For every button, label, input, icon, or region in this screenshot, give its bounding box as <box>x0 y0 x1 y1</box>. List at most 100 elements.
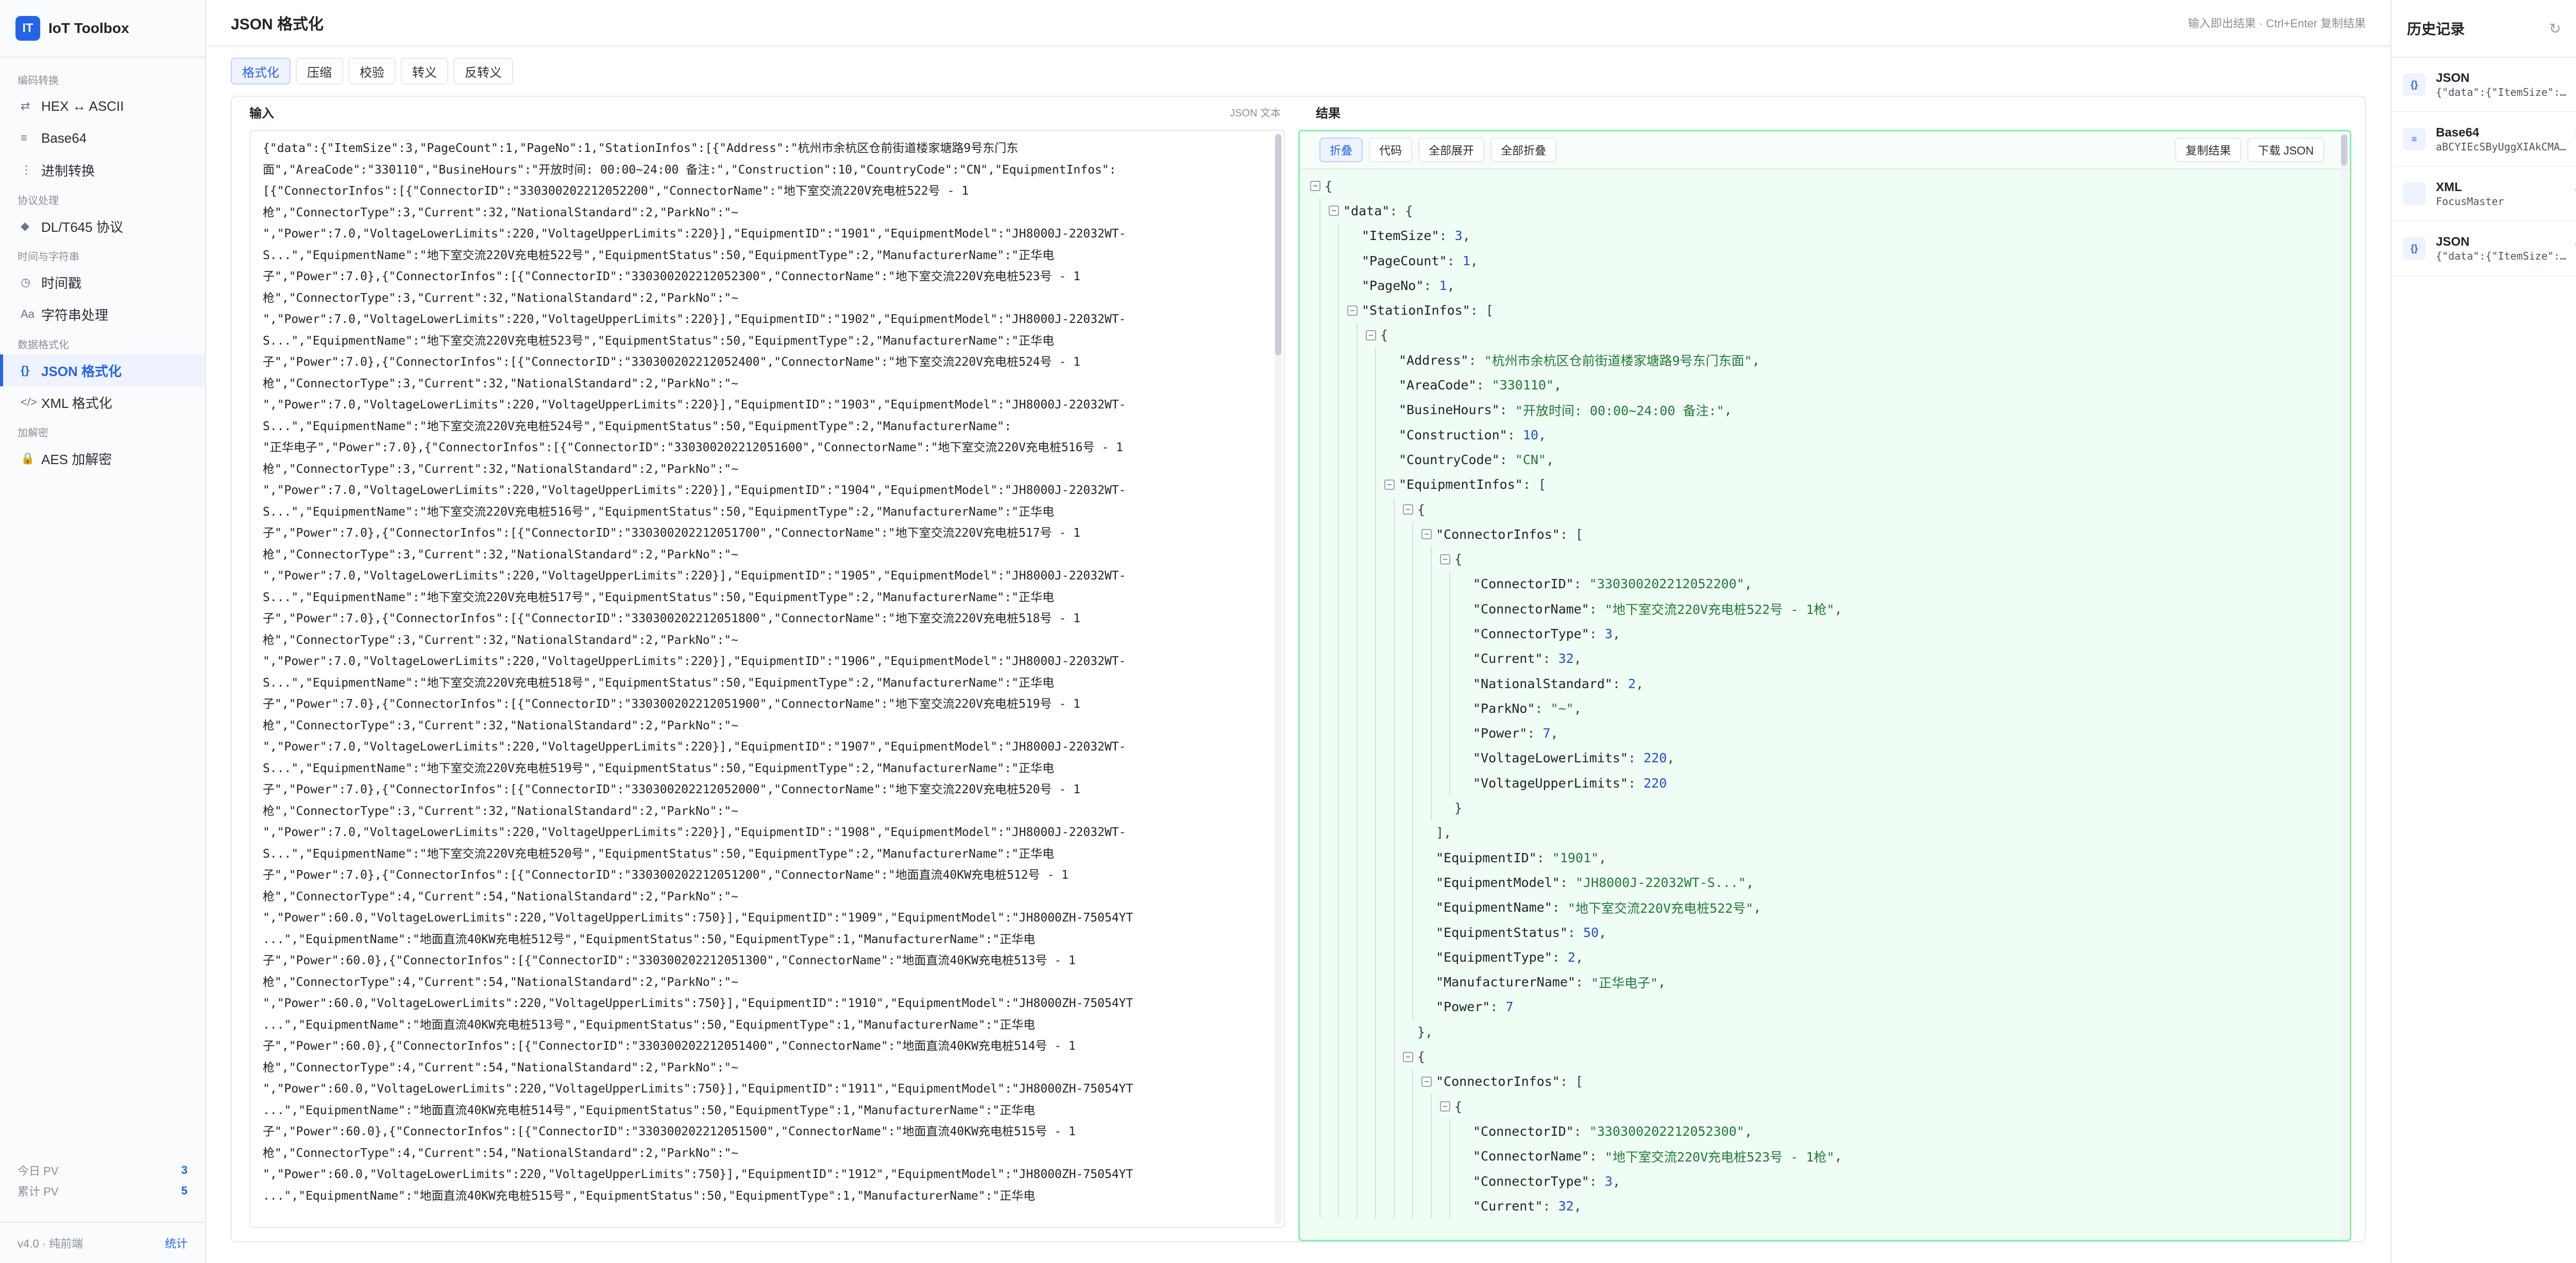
indent-guide <box>1375 745 1376 771</box>
indent-guide <box>1394 771 1395 796</box>
indent-guide <box>1449 721 1450 746</box>
indent-guide <box>1338 547 1339 572</box>
indent-guide <box>1394 795 1395 821</box>
sidebar-item[interactable]: {}JSON 格式化 <box>0 354 205 386</box>
indent-guide <box>1375 994 1376 1020</box>
indent-guide <box>1375 447 1376 472</box>
sidebar-item[interactable]: ◷时间戳 <box>0 266 205 298</box>
collapse-toggle-icon[interactable]: − <box>1403 504 1413 515</box>
collapse-toggle-icon[interactable]: − <box>1440 554 1450 565</box>
indent-guide <box>1357 522 1358 547</box>
indent-guide <box>1412 795 1413 821</box>
json-line: "CountryCode": "CN", <box>1310 447 2319 472</box>
indent-guide <box>1319 273 1320 298</box>
copy-result-button[interactable]: 复制结果 <box>2175 138 2242 162</box>
json-punct: : <box>1527 726 1543 741</box>
indent-guide <box>1319 571 1320 597</box>
json-number: 7 <box>1505 999 1514 1015</box>
sidebar-item[interactable]: 🔒AES 加解密 <box>0 442 205 474</box>
mode-button[interactable]: 反转义 <box>453 58 513 84</box>
sidebar-item[interactable]: ⇄HEX ↔ ASCII <box>0 90 205 122</box>
mode-button[interactable]: 转义 <box>401 58 448 84</box>
sidebar-item[interactable]: ≡Base64 <box>0 122 205 154</box>
indent-guide <box>1338 870 1339 895</box>
history-item[interactable]: XML40 分钟前FocusMaster2.3 KB <box>2392 167 2576 221</box>
history-item[interactable]: {}JSON刚刚{"data":{"ItemSize":3,"PageCount… <box>2392 58 2576 112</box>
indent-guide <box>1375 1193 1376 1219</box>
indent-guide <box>1412 646 1413 671</box>
input-scrollbar-thumb[interactable] <box>1275 134 1281 355</box>
sidebar-item[interactable]: ⋮进制转换 <box>0 154 205 186</box>
indent-guide <box>1338 1193 1339 1219</box>
brand-name: IoT Toolbox <box>48 20 129 36</box>
collapse-toggle-icon[interactable]: − <box>1421 529 1432 540</box>
json-line: "EquipmentName": "地下室交流220V充电桩522号", <box>1310 895 2319 920</box>
indent-guide <box>1338 298 1339 323</box>
collapse-toggle-icon[interactable]: − <box>1366 330 1376 340</box>
view-mode-button[interactable]: 折叠 <box>1319 138 1363 162</box>
collapse-toggle-icon[interactable]: − <box>1384 479 1395 490</box>
indent-guide <box>1449 1143 1450 1169</box>
result-scrollbar-thumb[interactable] <box>2341 134 2347 165</box>
indent-guide <box>1375 422 1376 448</box>
json-line: "Address": "杭州市余杭区仓前街道楼家塘路9号东门东面", <box>1310 348 2319 373</box>
json-punct: : <box>1499 402 1515 418</box>
json-key: "NationalStandard" <box>1473 676 1613 691</box>
mode-button[interactable]: 压缩 <box>296 58 343 84</box>
sidebar-item-label: XML 格式化 <box>41 395 112 411</box>
json-key: "VoltageUpperLimits" <box>1473 775 1629 791</box>
collapse-toggle-icon[interactable]: − <box>1440 1101 1450 1112</box>
input-scrollbar[interactable] <box>1275 134 1282 1224</box>
indent-guide <box>1375 820 1376 846</box>
download-json-button[interactable]: 下载 JSON <box>2247 138 2324 162</box>
json-punct: , <box>1599 925 1607 940</box>
json-punct: { <box>1380 328 1388 343</box>
sidebar-footer: v4.0 · 纯前端 统计 <box>0 1222 205 1263</box>
sidebar-item[interactable]: ◆DL/T645 协议 <box>0 210 205 242</box>
indent-guide <box>1319 845 1320 871</box>
expand-all-button[interactable]: 全部展开 <box>1418 138 1485 162</box>
sidebar-item-label: 进制转换 <box>41 163 95 179</box>
mode-button[interactable]: 校验 <box>348 58 396 84</box>
result-scrollbar[interactable] <box>2341 134 2348 1237</box>
collapse-toggle-icon[interactable]: − <box>1403 1051 1413 1062</box>
indent-guide <box>1375 919 1376 945</box>
indent-guide <box>1431 646 1432 671</box>
json-punct: }, <box>1417 1024 1433 1039</box>
indent-guide <box>1338 646 1339 671</box>
mode-button[interactable]: 格式化 <box>231 58 291 84</box>
indent-guide <box>1319 547 1320 572</box>
json-line: "VoltageUpperLimits": 220 <box>1310 771 2319 796</box>
json-line: "ConnectorID": "330300202212052200", <box>1310 571 2319 597</box>
collapse-toggle-icon[interactable]: − <box>1310 181 1320 192</box>
sidebar-item[interactable]: </>XML 格式化 <box>0 386 205 418</box>
json-input-textarea[interactable]: {"data":{"ItemSize":3,"PageCount":1,"Pag… <box>249 130 1285 1228</box>
history-item[interactable]: ≡Base6438 分钟前aBCYIEcSByUggXIAkCMABsY172 … <box>2392 112 2576 167</box>
collapse-toggle-icon[interactable]: − <box>1421 1076 1432 1087</box>
collapse-toggle-icon[interactable]: − <box>1329 206 1339 216</box>
stats-link[interactable]: 统计 <box>164 1237 188 1250</box>
indent-guide <box>1338 223 1339 248</box>
json-punct: , <box>1834 601 1842 617</box>
indent-guide <box>1338 422 1339 448</box>
collapse-all-button[interactable]: 全部折叠 <box>1490 138 1557 162</box>
indent-guide <box>1394 721 1395 746</box>
json-key: "EquipmentName" <box>1436 900 1552 915</box>
indent-guide <box>1412 696 1413 721</box>
indent-guide <box>1375 646 1376 671</box>
history-time: 40 分钟前 <box>2575 180 2576 195</box>
json-punct: { <box>1454 552 1463 567</box>
history-item[interactable]: {}JSON42 分钟前{"data":{"ItemSize":3,"PageC… <box>2392 221 2576 276</box>
sidebar-nav: 编码转换⇄HEX ↔ ASCII≡Base64⋮进制转换协议处理◆DL/T645… <box>0 58 205 474</box>
sidebar: IT IoT Toolbox 编码转换⇄HEX ↔ ASCII≡Base64⋮进… <box>0 0 206 1263</box>
refresh-icon[interactable]: ↻ <box>2549 20 2562 37</box>
indent-guide <box>1412 919 1413 945</box>
result-actions: 复制结果 下载 JSON <box>2175 138 2324 162</box>
json-key: "ParkNo" <box>1473 701 1535 716</box>
collapse-toggle-icon[interactable]: − <box>1347 305 1358 316</box>
sidebar-item-label: JSON 格式化 <box>41 363 122 379</box>
view-mode-button[interactable]: 代码 <box>1369 138 1413 162</box>
history-preview: {"data":{"ItemSize":3,"PageCount":1 <box>2436 86 2570 98</box>
